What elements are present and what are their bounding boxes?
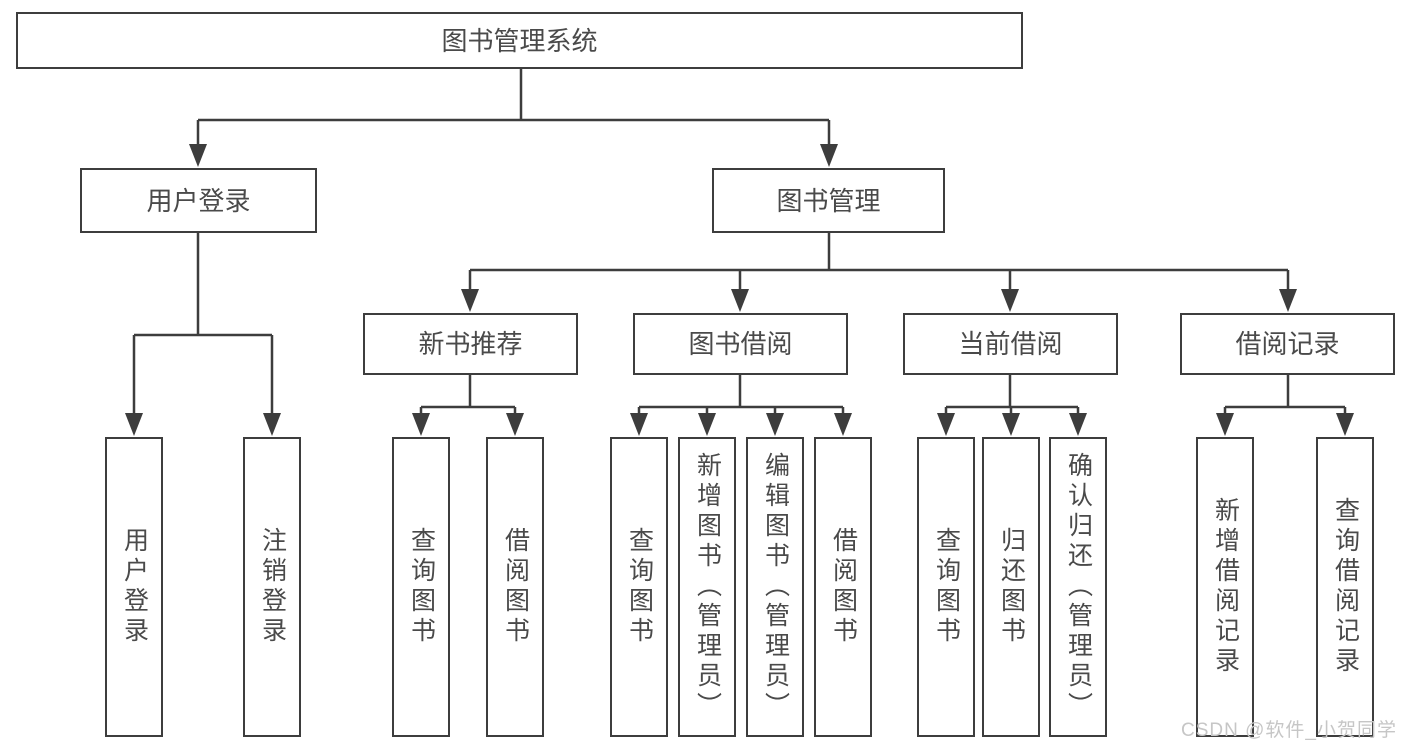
- leaf-return-books-label: 归还图书: [997, 527, 1026, 647]
- leaf-user-login-label: 用户登录: [120, 527, 149, 647]
- leaf-query-books-recommend-label: 查询图书: [407, 527, 436, 647]
- node-new-book-recommend-label: 新书推荐: [418, 329, 523, 359]
- node-user-login: 用户登录: [80, 168, 317, 233]
- leaf-borrow-books-recommend: 借阅图书: [486, 437, 544, 737]
- node-borrowing-records-label: 借阅记录: [1235, 329, 1340, 359]
- node-book-borrowing: 图书借阅: [633, 313, 848, 375]
- node-current-borrowing-label: 当前借阅: [958, 329, 1063, 359]
- leaf-query-books-borrow: 查询图书: [610, 437, 668, 737]
- node-root-label: 图书管理系统: [441, 25, 598, 56]
- leaf-borrow-books: 借阅图书: [814, 437, 872, 737]
- node-current-borrowing: 当前借阅: [903, 313, 1118, 375]
- leaf-logout-label: 注销登录: [258, 527, 287, 647]
- leaf-edit-books-admin-label: 编辑图书（管理员）: [761, 452, 790, 722]
- leaf-query-books-borrow-label: 查询图书: [625, 527, 654, 647]
- leaf-user-login: 用户登录: [105, 437, 163, 737]
- leaf-add-books-admin: 新增图书（管理员）: [678, 437, 736, 737]
- leaf-add-borrow-record: 新增借阅记录: [1196, 437, 1254, 737]
- arrowheads: [125, 144, 1354, 436]
- leaf-logout: 注销登录: [243, 437, 301, 737]
- node-book-borrowing-label: 图书借阅: [688, 329, 793, 359]
- leaf-query-borrow-record-label: 查询借阅记录: [1331, 497, 1360, 677]
- node-book-management: 图书管理: [712, 168, 945, 233]
- leaf-add-books-admin-label: 新增图书（管理员）: [693, 452, 722, 722]
- node-user-login-label: 用户登录: [146, 185, 251, 216]
- leaf-confirm-return-admin-label: 确认归还（管理员）: [1064, 452, 1093, 722]
- leaf-return-books: 归还图书: [982, 437, 1040, 737]
- leaf-confirm-return-admin: 确认归还（管理员）: [1049, 437, 1107, 737]
- leaf-query-books-recommend: 查询图书: [392, 437, 450, 737]
- node-root: 图书管理系统: [16, 12, 1023, 69]
- tree-edges: [132, 68, 1347, 415]
- leaf-borrow-books-label: 借阅图书: [829, 527, 858, 647]
- node-borrowing-records: 借阅记录: [1180, 313, 1395, 375]
- leaf-query-borrow-record: 查询借阅记录: [1316, 437, 1374, 737]
- leaf-edit-books-admin: 编辑图书（管理员）: [746, 437, 804, 737]
- leaf-add-borrow-record-label: 新增借阅记录: [1211, 497, 1240, 677]
- node-new-book-recommend: 新书推荐: [363, 313, 578, 375]
- node-book-management-label: 图书管理: [776, 185, 881, 216]
- csdn-watermark: CSDN @软件_小贺同学: [1181, 720, 1397, 741]
- leaf-borrow-books-recommend-label: 借阅图书: [501, 527, 530, 647]
- leaf-query-books-current: 查询图书: [917, 437, 975, 737]
- leaf-query-books-current-label: 查询图书: [932, 527, 961, 647]
